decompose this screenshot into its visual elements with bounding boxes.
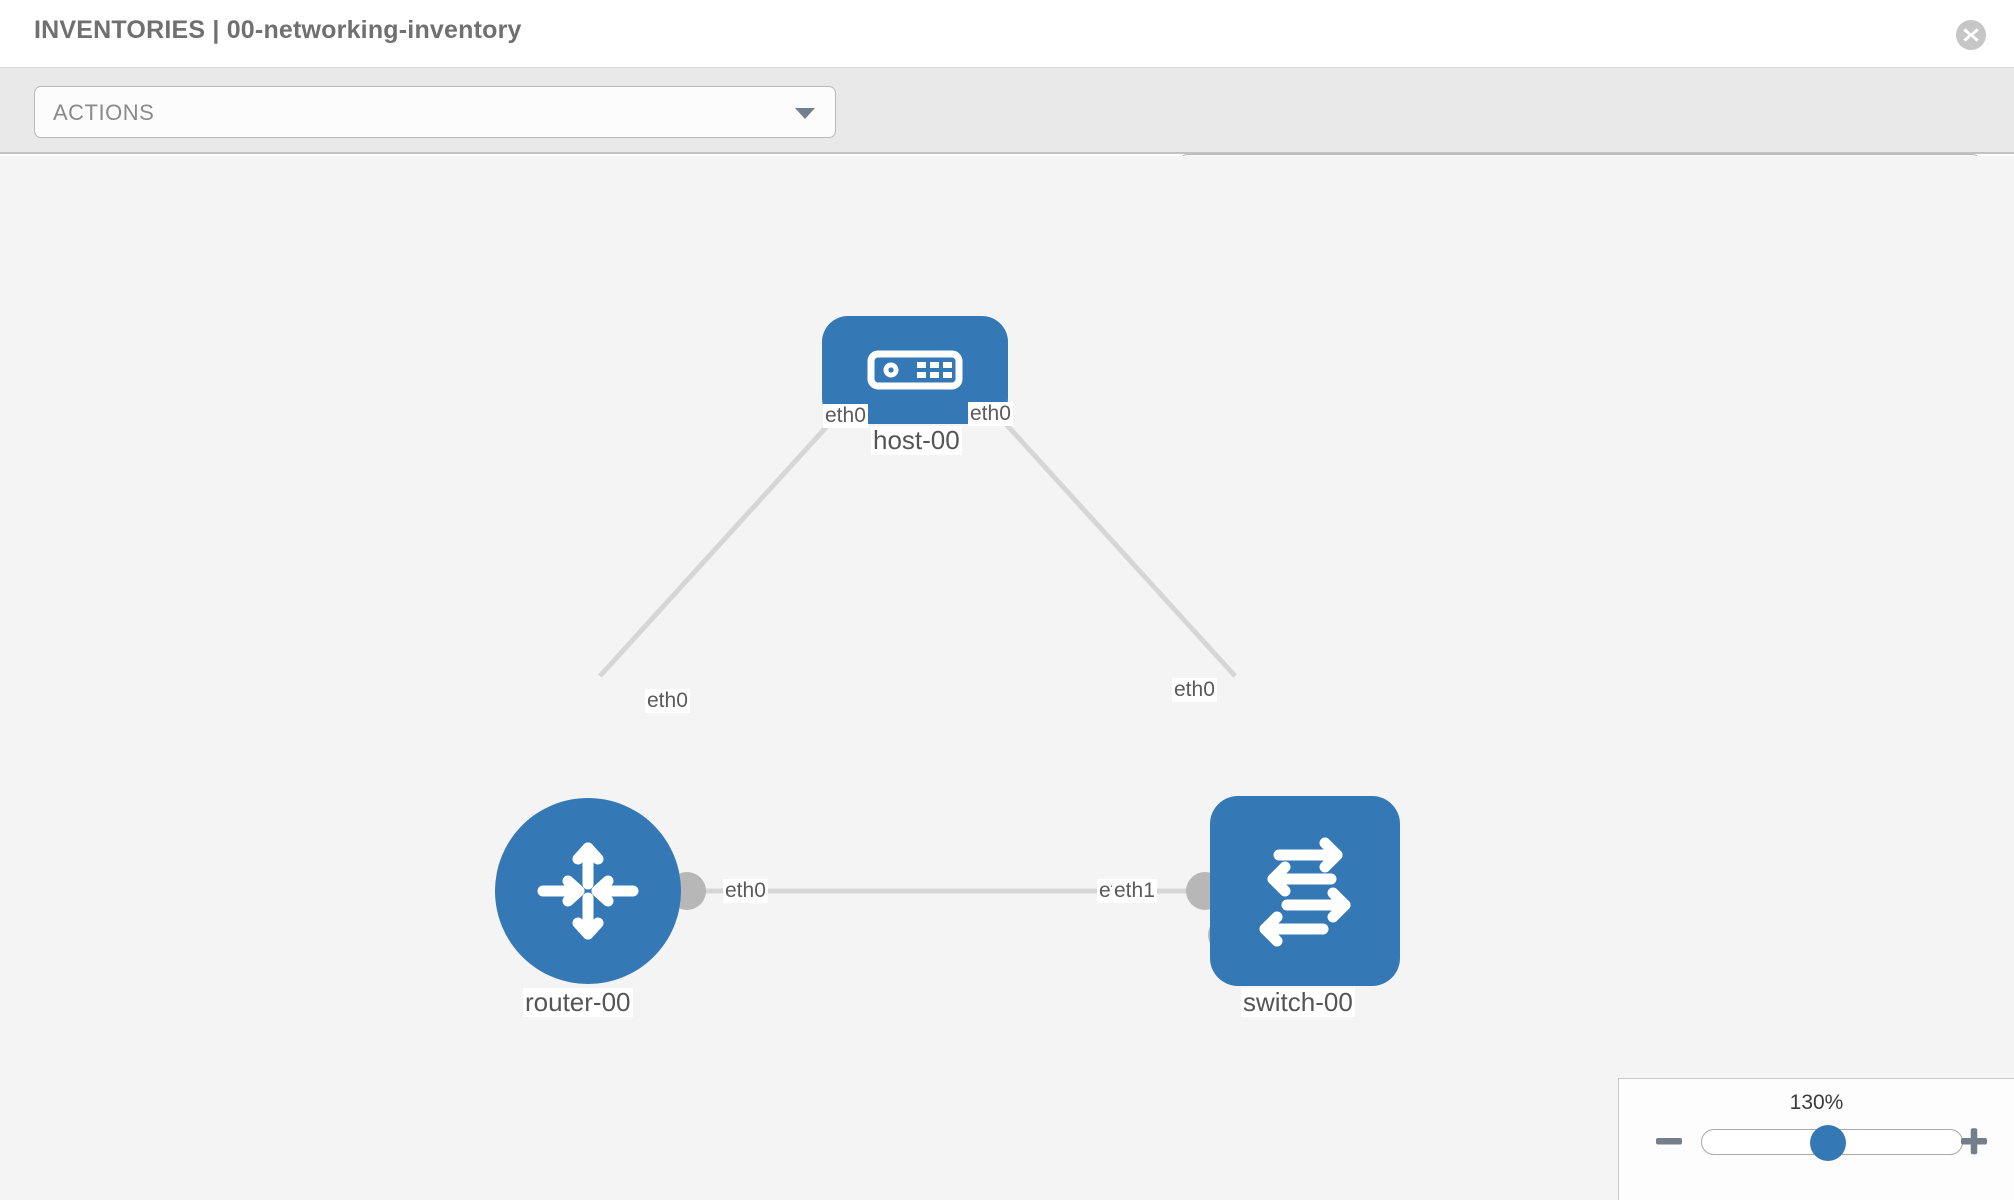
topology-edges — [598, 366, 1237, 894]
actions-dropdown-label: ACTIONS — [53, 100, 155, 125]
toolbar: ACTIONS — [0, 68, 2014, 206]
close-icon[interactable] — [1956, 20, 1986, 50]
edge-label-switch-left-eth-b: eth1 — [1112, 879, 1157, 904]
zoom-out-button[interactable] — [1651, 1123, 1687, 1159]
chevron-down-icon — [795, 108, 815, 119]
switch-icon — [1259, 837, 1351, 947]
zoom-slider-track[interactable] — [1701, 1125, 1963, 1161]
edge-label-router-up-eth: eth0 — [645, 689, 690, 714]
node-router-00-shape[interactable] — [495, 798, 681, 984]
node-switch-00-shape[interactable] — [1210, 796, 1400, 986]
page-header: INVENTORIES | 00-networking-inventory — [0, 0, 2014, 68]
page-title: INVENTORIES | 00-networking-inventory — [34, 16, 522, 44]
server-icon — [867, 350, 963, 390]
node-router-00-label: router-00 — [523, 987, 633, 1018]
edge-label-router-right-eth: eth0 — [723, 879, 768, 904]
edge-label-host-left-eth: eth0 — [823, 404, 868, 429]
zoom-in-button[interactable] — [1956, 1123, 1992, 1159]
node-router-00[interactable]: router-00 — [495, 798, 681, 1018]
router-icon — [537, 842, 639, 940]
zoom-control-panel: 130% — [1618, 1078, 2014, 1200]
actions-dropdown[interactable]: ACTIONS — [34, 86, 836, 138]
edge-label-switch-up-eth: eth0 — [1172, 678, 1217, 703]
edge-label-host-right-eth: eth0 — [968, 402, 1013, 427]
minus-icon — [1656, 1138, 1682, 1145]
node-host-00-label: host-00 — [871, 425, 962, 456]
node-switch-00-label: switch-00 — [1241, 987, 1355, 1018]
zoom-slider-thumb[interactable] — [1810, 1125, 1846, 1161]
zoom-percent-label: 130% — [1789, 1091, 1844, 1114]
node-switch-00[interactable]: switch-00 — [1210, 796, 1400, 1018]
plus-icon — [1961, 1128, 1987, 1155]
topology-canvas[interactable]: host-00 router-00 — [0, 156, 2014, 1200]
